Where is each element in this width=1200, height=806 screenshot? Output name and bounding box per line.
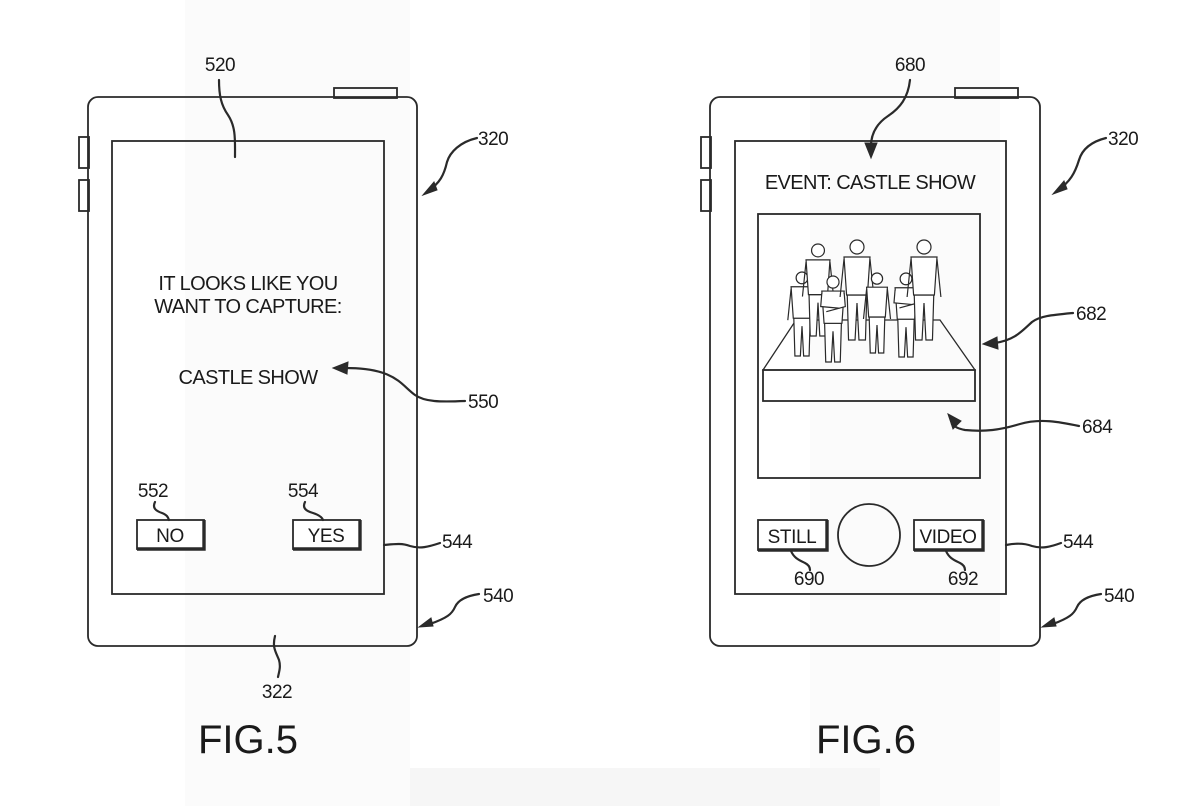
volume-down-button [78, 179, 90, 212]
no-button-label: NO [156, 526, 184, 547]
top-power-button [333, 87, 398, 99]
ref-numeral-684: 684 [1082, 417, 1113, 438]
ref-numeral-540: 540 [1104, 586, 1134, 607]
device-housing [78, 87, 418, 647]
figure-caption: FIG.6 [816, 718, 916, 762]
stage-platform [761, 319, 977, 402]
arrowhead-icon [864, 142, 878, 160]
ref-numeral-690: 690 [794, 569, 824, 590]
paper-tone [810, 0, 1000, 806]
ref-numeral-544: 544 [442, 532, 473, 553]
person-figure [839, 239, 875, 341]
yes-button[interactable]: YES [292, 519, 362, 551]
leader-line-690 [789, 549, 812, 572]
arrowhead-icon [1040, 617, 1057, 628]
figure-5: IT LOOKS LIKE YOU WANT TO CAPTURE: CASTL… [78, 55, 514, 762]
ref-numeral-554: 554 [288, 481, 319, 502]
preview-image[interactable] [757, 213, 981, 479]
volume-up-button [700, 136, 712, 169]
paper-tone [185, 0, 410, 806]
leader-line-684 [950, 419, 1081, 432]
person-figure [893, 272, 919, 358]
ref-numeral-540: 540 [483, 586, 513, 607]
leader-line-692 [944, 549, 967, 572]
arrowhead-icon [417, 617, 434, 628]
leader-line-320 [1056, 136, 1108, 192]
person-figure [862, 272, 892, 354]
paper-tone [410, 768, 880, 806]
arrowhead-icon [947, 412, 962, 430]
ref-numeral-680: 680 [895, 55, 925, 76]
leader-line-320 [426, 136, 479, 193]
video-button-label: VIDEO [919, 527, 976, 548]
leader-line-540 [1051, 592, 1103, 626]
person-figure [906, 239, 942, 341]
leader-line-544 [1004, 541, 1063, 549]
person-figure [801, 243, 835, 337]
leader-line-554 [302, 500, 325, 522]
person-figure [820, 275, 846, 363]
leader-line-682 [993, 311, 1075, 345]
no-button[interactable]: NO [136, 519, 206, 551]
arrowhead-icon [331, 361, 349, 375]
leader-line-552 [152, 500, 171, 522]
volume-down-button [700, 179, 712, 212]
leader-line-680 [869, 78, 912, 152]
ref-numeral-320: 320 [1108, 129, 1138, 150]
housing-outline [87, 96, 418, 647]
ref-numeral-322: 322 [262, 682, 292, 703]
leader-line-520 [217, 78, 237, 159]
capture-prompt-line1: IT LOOKS LIKE YOU [158, 273, 337, 295]
arrowhead-icon [421, 181, 438, 197]
event-header: EVENT: CASTLE SHOW [765, 172, 976, 194]
figure-6: EVENT: CASTLE SHOW STILL VIDEO 68 [700, 55, 1139, 762]
ref-numeral-692: 692 [948, 569, 978, 590]
yes-button-label: YES [308, 526, 345, 547]
display-screen [111, 140, 385, 595]
still-button[interactable]: STILL [757, 519, 829, 552]
ref-numeral-544: 544 [1063, 532, 1094, 553]
figure-caption: FIG.5 [198, 718, 298, 762]
people-group [787, 239, 942, 363]
ref-numeral-550: 550 [468, 392, 498, 413]
arrowhead-icon [1051, 180, 1068, 196]
ref-numeral-320: 320 [478, 129, 508, 150]
preview-frame [757, 213, 981, 479]
ref-numeral-682: 682 [1076, 304, 1106, 325]
shutter-button[interactable] [837, 503, 901, 567]
ref-numeral-552: 552 [138, 481, 168, 502]
housing-outline [709, 96, 1041, 647]
capture-prompt-line2: WANT TO CAPTURE: [154, 296, 341, 318]
leader-line-322 [272, 634, 281, 679]
suggested-event-label: CASTLE SHOW [179, 367, 319, 389]
leader-line-540 [428, 592, 481, 626]
device-housing [700, 87, 1041, 647]
ref-numeral-520: 520 [205, 55, 235, 76]
top-power-button [954, 87, 1019, 99]
volume-up-button [78, 136, 90, 169]
still-button-label: STILL [768, 527, 817, 548]
leader-line-544 [382, 541, 442, 549]
video-button[interactable]: VIDEO [913, 519, 985, 552]
leader-line-550 [343, 366, 467, 403]
arrowhead-icon [981, 336, 999, 350]
